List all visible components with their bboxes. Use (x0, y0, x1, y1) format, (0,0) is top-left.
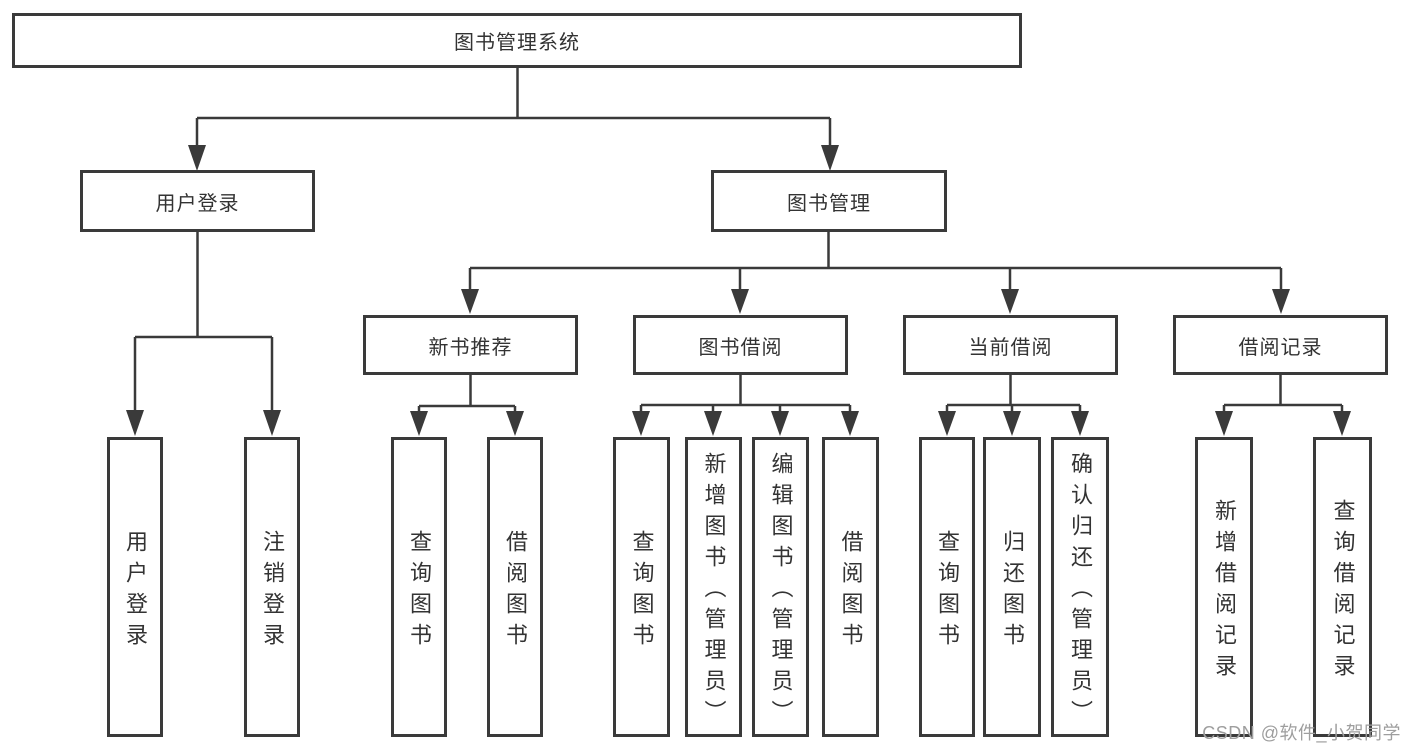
leaf-query-books-current-label: 查询图书 (935, 529, 960, 654)
leaf-query-books-recommend: 查询图书 (391, 437, 447, 737)
leaf-query-books-borrow: 查询图书 (613, 437, 670, 737)
leaf-borrow-books-label: 借阅图书 (838, 529, 864, 654)
node-book-management: 图书管理 (711, 170, 947, 232)
node-borrow-records: 借阅记录 (1173, 315, 1388, 375)
leaf-query-books-borrow-label: 查询图书 (629, 529, 655, 654)
watermark: CSDN @软件_小贺同学 (1202, 723, 1401, 743)
leaf-borrow-books-recommend-label: 借阅图书 (503, 529, 528, 654)
node-book-borrow-label: 图书借阅 (698, 336, 783, 359)
arrowhead-icons (126, 145, 1351, 436)
node-borrow-records-label: 借阅记录 (1238, 336, 1323, 359)
node-current-borrow: 当前借阅 (903, 315, 1118, 375)
node-book-management-label: 图书管理 (787, 192, 871, 215)
leaf-query-books-recommend-label: 查询图书 (407, 529, 432, 654)
leaf-add-borrow-record: 新增借阅记录 (1195, 437, 1253, 737)
node-current-borrow-label: 当前借阅 (968, 336, 1053, 359)
leaf-query-books-current: 查询图书 (919, 437, 975, 737)
leaf-add-borrow-record-label: 新增借阅记录 (1212, 498, 1237, 685)
leaf-add-book-admin-label: 新增图书（管理员） (701, 452, 727, 731)
leaf-return-book: 归还图书 (983, 437, 1041, 737)
leaf-return-book-label: 归还图书 (1000, 529, 1025, 654)
leaf-borrow-books: 借阅图书 (822, 437, 879, 737)
leaf-confirm-return-admin: 确认归还（管理员） (1051, 437, 1109, 737)
node-new-book-recommend-label: 新书推荐 (428, 336, 513, 359)
leaf-logout: 注销登录 (244, 437, 300, 737)
leaf-user-login-label: 用户登录 (123, 529, 148, 654)
leaf-query-borrow-record-label: 查询借阅记录 (1330, 498, 1356, 685)
node-user-login: 用户登录 (80, 170, 315, 232)
node-root-label: 图书管理系统 (454, 32, 580, 54)
leaf-edit-book-admin: 编辑图书（管理员） (752, 437, 809, 737)
node-user-login-label: 用户登录 (155, 192, 240, 215)
node-book-borrow: 图书借阅 (633, 315, 848, 375)
leaf-query-borrow-record: 查询借阅记录 (1313, 437, 1372, 737)
leaf-user-login: 用户登录 (107, 437, 163, 737)
node-new-book-recommend: 新书推荐 (363, 315, 578, 375)
leaf-borrow-books-recommend: 借阅图书 (487, 437, 543, 737)
leaf-logout-label: 注销登录 (260, 529, 285, 654)
leaf-confirm-return-admin-label: 确认归还（管理员） (1068, 452, 1093, 731)
leaf-add-book-admin: 新增图书（管理员） (685, 437, 742, 737)
node-root: 图书管理系统 (12, 13, 1022, 68)
leaf-edit-book-admin-label: 编辑图书（管理员） (768, 452, 794, 731)
